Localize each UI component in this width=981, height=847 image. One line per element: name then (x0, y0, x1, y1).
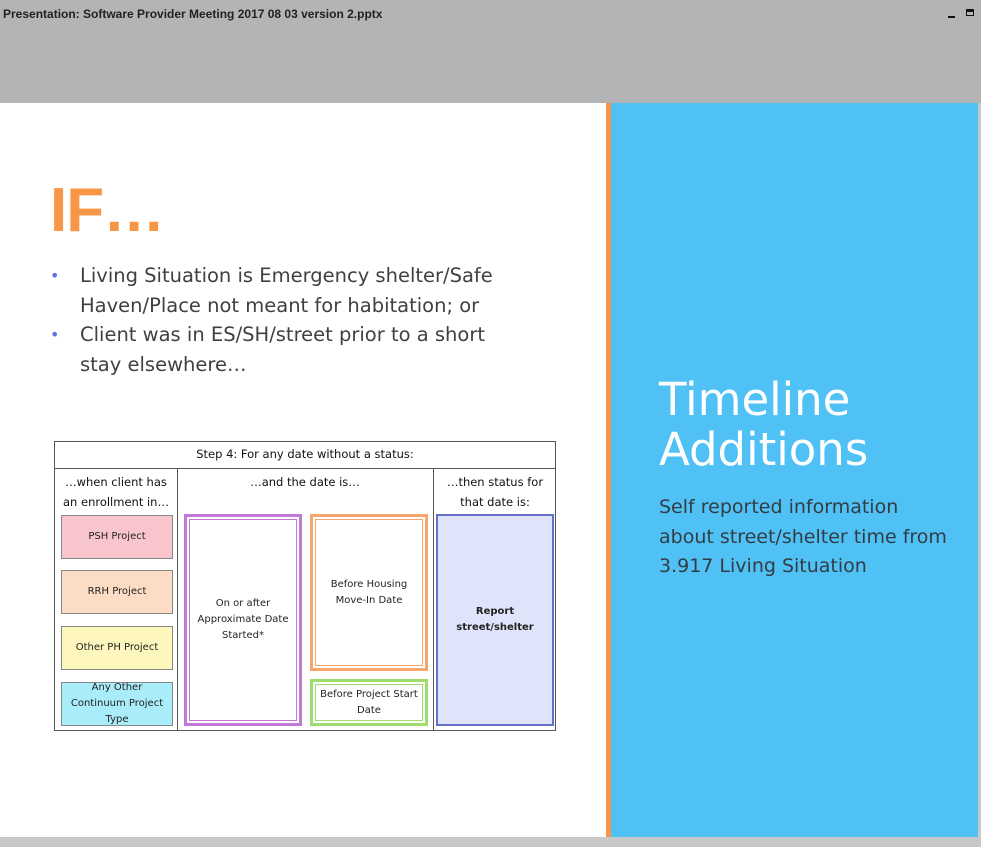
rrh-project-box: RRH Project (61, 570, 173, 614)
report-street-shelter-box: Report street/shelter (436, 514, 554, 726)
bullet-icon: • (50, 266, 60, 285)
accent-stripe (606, 103, 611, 837)
bullet-text: Living Situation is Emergency shelter/Sa… (80, 264, 493, 317)
step4-diagram: Step 4: For any date without a status: …… (54, 441, 556, 731)
other-ph-project-box: Other PH Project (61, 626, 173, 670)
psh-project-box: PSH Project (61, 515, 173, 559)
window-title: Presentation: Software Provider Meeting … (3, 7, 383, 21)
bullet-text: Client was in ES/SH/street prior to a sh… (80, 323, 485, 376)
bullet-icon: • (50, 325, 60, 344)
maximize-button[interactable] (964, 6, 978, 20)
maximize-icon (966, 9, 974, 16)
column-header-date: …and the date is… (250, 475, 360, 489)
window-titlebar: Presentation: Software Provider Meeting … (0, 0, 981, 30)
before-move-in-box: Before Housing Move-In Date (310, 514, 428, 671)
bullet-list: • Living Situation is Emergency shelter/S… (48, 261, 518, 379)
column-header-enrollment: …when client has an enrollment in… (63, 475, 169, 509)
bullet-item: • Client was in ES/SH/street prior to a s… (48, 320, 518, 379)
side-panel-text: Self reported information about street/s… (659, 496, 947, 577)
status-strip (0, 837, 981, 847)
toolbar-area (0, 30, 981, 102)
slide-heading: IF… (50, 176, 165, 245)
column-divider (433, 468, 434, 730)
slide-right-edge (978, 103, 981, 837)
before-start-date-box: Before Project Start Date (310, 679, 428, 726)
side-panel-title: Timeline Additions (659, 373, 869, 476)
slide-canvas: IF… • Living Situation is Emergency shelt… (0, 103, 978, 837)
minimize-icon (948, 16, 955, 18)
on-or-after-date-box: On or after Approximate Date Started* (184, 514, 302, 726)
diagram-title: Step 4: For any date without a status: (55, 442, 555, 469)
side-panel: Timeline Additions Self reported informa… (611, 103, 978, 837)
bullet-item: • Living Situation is Emergency shelter/S… (48, 261, 518, 320)
other-continuum-project-box: Any Other Continuum Project Type (61, 682, 173, 726)
minimize-button[interactable] (944, 6, 958, 20)
column-header-status: …then status for that date is: (446, 475, 544, 509)
column-divider (177, 468, 178, 730)
